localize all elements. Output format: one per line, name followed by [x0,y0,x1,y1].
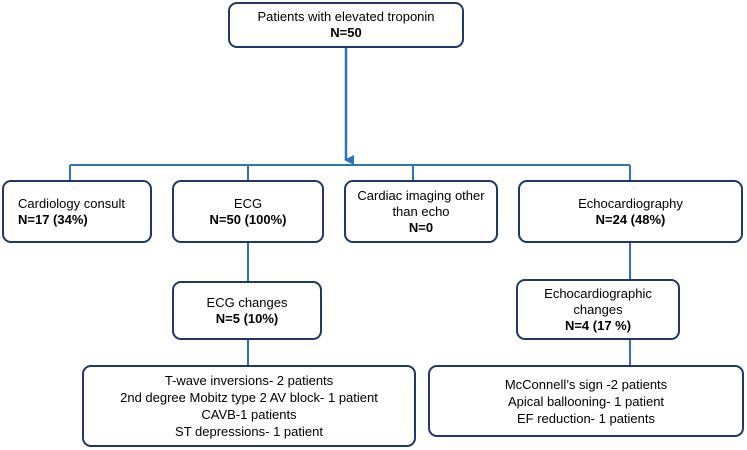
ecg-detail-item: CAVB-1 patients [201,407,297,422]
imaging-title-line1: Cardiac imaging other [357,187,485,203]
consult-count: N=17 (34%) [18,211,88,227]
cardiac-imaging-node: Cardiac imaging other than echo N=0 [344,180,498,243]
root-count: N=50 [330,25,362,40]
ecg-detail-item: ST depressions- 1 patient [175,424,323,439]
echo-changes-count: N=4 (17 %) [564,317,632,333]
echo-detail-item: EF reduction- 1 patients [516,410,656,426]
root-node: Patients with elevated troponin N=50 [228,2,464,48]
echo-changes-title-line1: Echocardiographic [544,285,652,301]
ecg-changes-details-node: T-wave inversions- 2 patients 2nd degree… [82,365,416,447]
ecg-changes-count: N=5 (10%) [215,310,279,326]
ecg-detail-item: 2nd degree Mobitz type 2 AV block- 1 pat… [120,390,378,405]
imaging-title-line2: than echo [392,203,450,219]
echo-changes-details-node: McConnell’s sign -2 patients Apical ball… [428,365,744,437]
ecg-changes-title: ECG changes [206,294,288,310]
ecg-title: ECG [233,195,263,211]
echo-detail-item: Apical ballooning- 1 patient [507,393,665,409]
cardiology-consult-node: Cardiology consult N=17 (34%) [2,180,152,243]
echo-detail-item: McConnell’s sign -2 patients [504,376,668,392]
ecg-detail-item: T-wave inversions- 2 patients [164,373,334,388]
echocardiography-node: Echocardiography N=24 (48%) [518,180,743,243]
consult-title: Cardiology consult [18,195,125,211]
echo-title: Echocardiography [578,195,683,211]
echo-count: N=24 (48%) [595,211,666,227]
echo-changes-title-line2: changes [573,301,623,317]
ecg-node: ECG N=50 (100%) [172,180,324,243]
ecg-changes-node: ECG changes N=5 (10%) [172,281,322,340]
imaging-count: N=0 [408,219,434,235]
root-title: Patients with elevated troponin [257,9,435,24]
echo-changes-node: Echocardiographic changes N=4 (17 %) [516,279,680,340]
ecg-count: N=50 (100%) [209,211,287,227]
